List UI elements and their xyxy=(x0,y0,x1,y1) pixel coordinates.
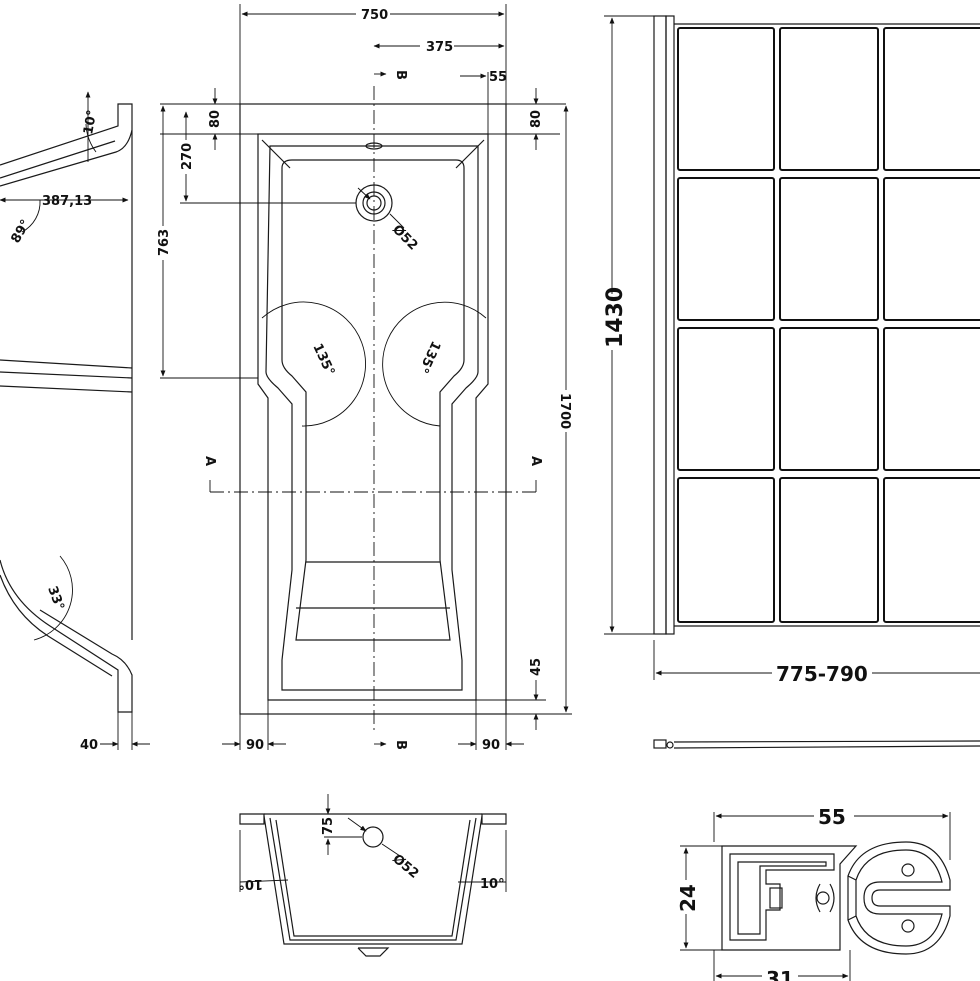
end-waste-height-label: 75 xyxy=(321,817,336,835)
end-right-angle-label: 10° xyxy=(480,877,505,892)
side-rim-label: 40 xyxy=(80,738,98,753)
top-foot-right-label: 90 xyxy=(482,738,500,753)
top-rim-right-label: 55 xyxy=(489,70,507,85)
side-foot-angle-label: 33° xyxy=(44,584,67,612)
screen-grid xyxy=(677,27,980,623)
screen-height-label: 1430 xyxy=(603,287,628,348)
profile-detail: 55 24 31 xyxy=(674,802,951,981)
end-waste-dia-label: Ø52 xyxy=(389,852,421,882)
top-length-label: 1700 xyxy=(557,393,572,429)
end-left-angle-label: 10° xyxy=(238,876,263,891)
side-depth-label: 387,13 xyxy=(42,194,92,209)
screen-elevation: 1430 775-790 xyxy=(600,15,980,749)
profile-width-label: 55 xyxy=(818,805,846,829)
end-section: 75 Ø52 10° 10° xyxy=(238,794,507,957)
top-rim-left-label: 80 xyxy=(208,110,223,128)
top-view: 750 375 B 55 80 80 270 Ø52 763 1700 xyxy=(154,4,575,753)
side-head-angle-label: 89° xyxy=(8,217,33,246)
top-waste-offset-label: 270 xyxy=(180,143,195,170)
section-b-top: B xyxy=(393,70,408,80)
section-a-left: A xyxy=(202,456,217,466)
profile-height-label: 24 xyxy=(676,884,700,912)
top-half-width-label: 375 xyxy=(426,40,453,55)
top-foot-left-label: 90 xyxy=(246,738,264,753)
top-angle-right-label: 135° xyxy=(415,338,443,375)
screen-width-label: 775-790 xyxy=(776,662,868,686)
top-shoulder-label: 763 xyxy=(157,229,172,256)
top-rim-right-80-label: 80 xyxy=(529,110,544,128)
side-top-angle-label: 10° xyxy=(81,109,100,136)
top-waste-dia-label: Ø52 xyxy=(389,222,420,253)
top-width-label: 750 xyxy=(361,8,388,23)
section-b-bottom: B xyxy=(393,740,408,750)
side-elevation: 10° 387,13 89° 33° 40 xyxy=(0,91,150,753)
top-foot-rim-label: 45 xyxy=(529,658,544,676)
profile-base-label: 31 xyxy=(766,967,794,981)
top-angle-left-label: 135° xyxy=(309,341,337,378)
section-a-right: A xyxy=(528,456,543,466)
